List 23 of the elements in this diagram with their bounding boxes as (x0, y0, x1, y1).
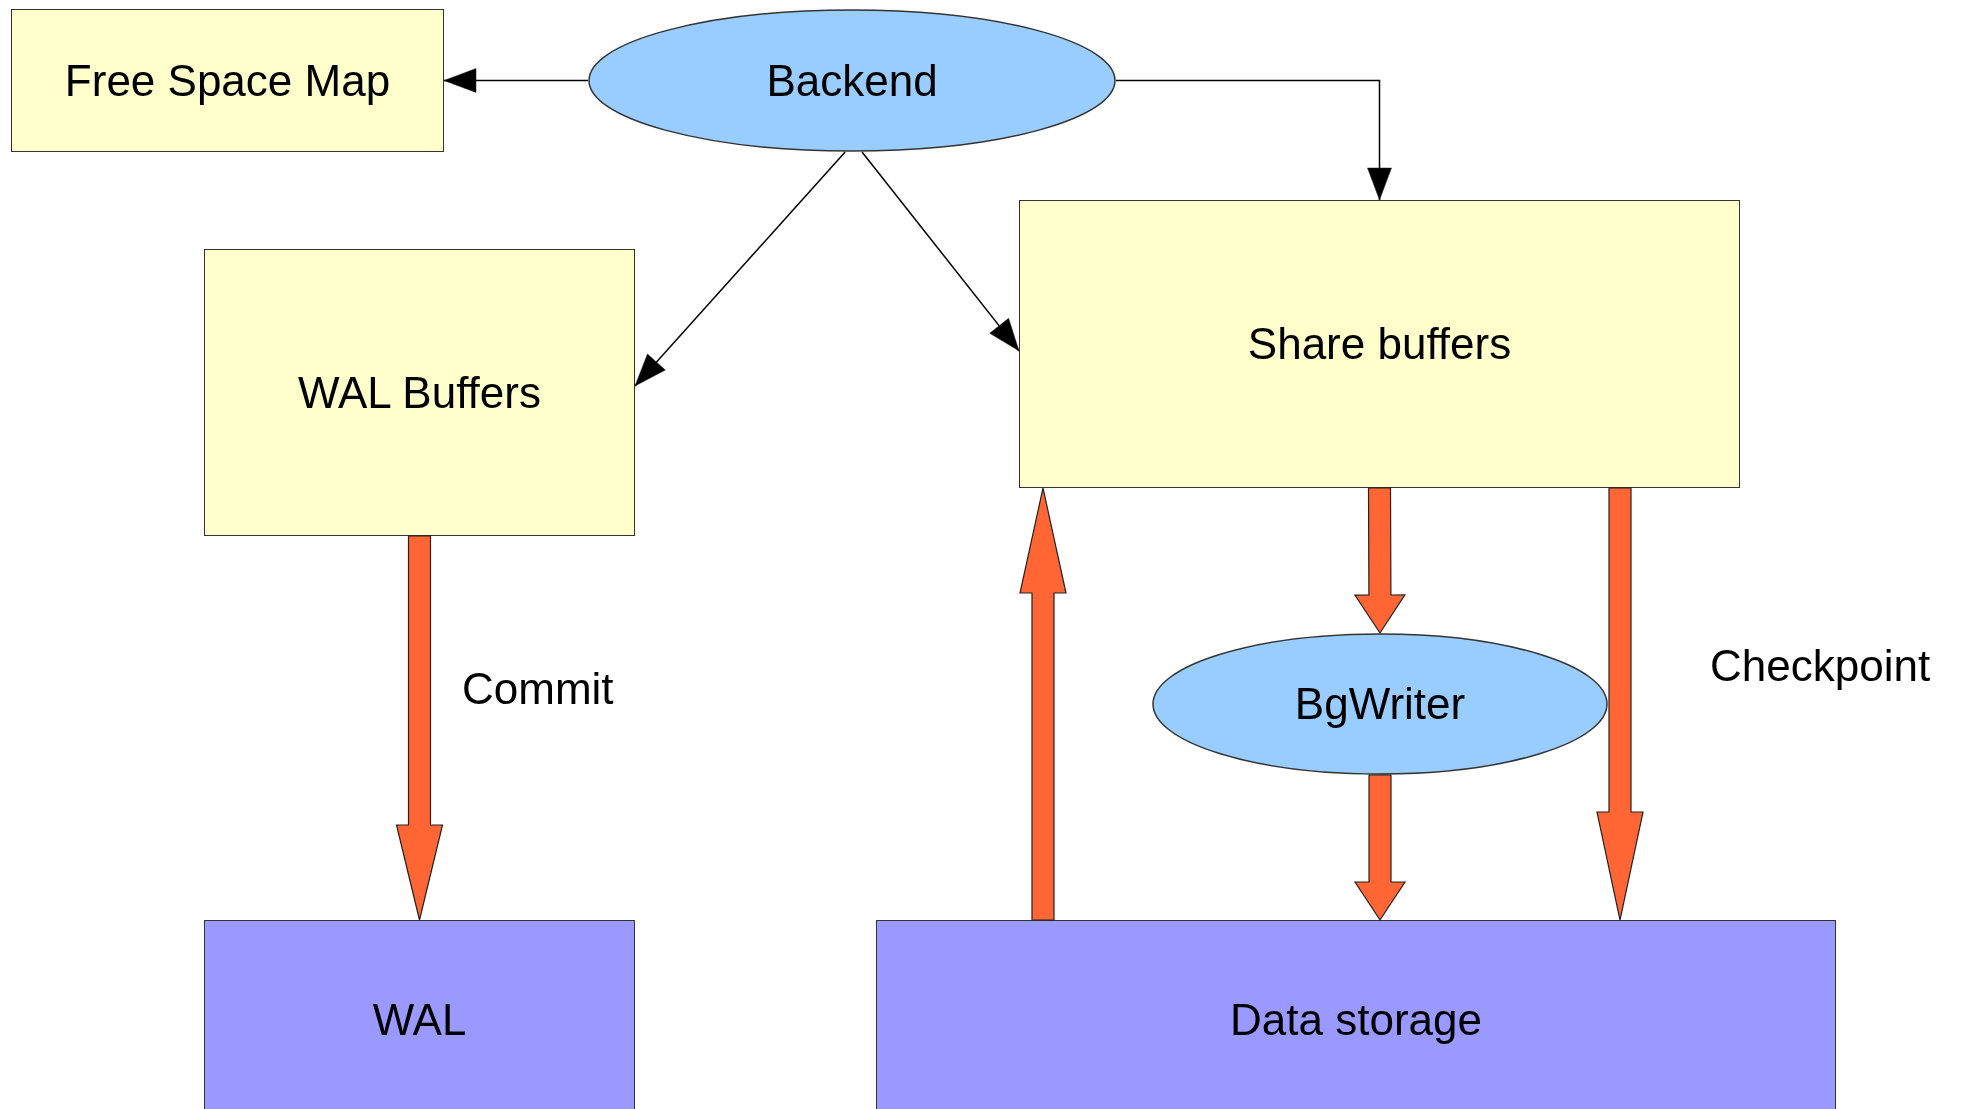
node-label: Backend (766, 55, 938, 106)
node-label: BgWriter (1294, 679, 1466, 729)
node-label: Free Space Map (64, 55, 391, 106)
storage-box (204, 920, 635, 1109)
thick-arrow (1353, 487, 1406, 635)
node-label: Share buffers (1247, 319, 1512, 369)
storage-box (876, 920, 1836, 1109)
arrow (634, 151, 846, 387)
arrow (861, 151, 1020, 352)
process-box (204, 249, 635, 536)
thick-arrow (1019, 487, 1067, 921)
thick-arrow (1353, 774, 1407, 922)
process-ellipse (1152, 633, 1608, 775)
thick-arrow (1596, 487, 1644, 921)
thick-arrow (395, 535, 444, 921)
node-label: WAL Buffers (298, 367, 541, 418)
node-label: WAL (372, 995, 467, 1045)
arrow (443, 68, 589, 93)
process-box (1019, 200, 1740, 488)
process-box (11, 9, 444, 152)
arrow (1115, 79, 1392, 201)
node-label: Data storage (1230, 995, 1482, 1045)
process-ellipse (588, 9, 1116, 152)
